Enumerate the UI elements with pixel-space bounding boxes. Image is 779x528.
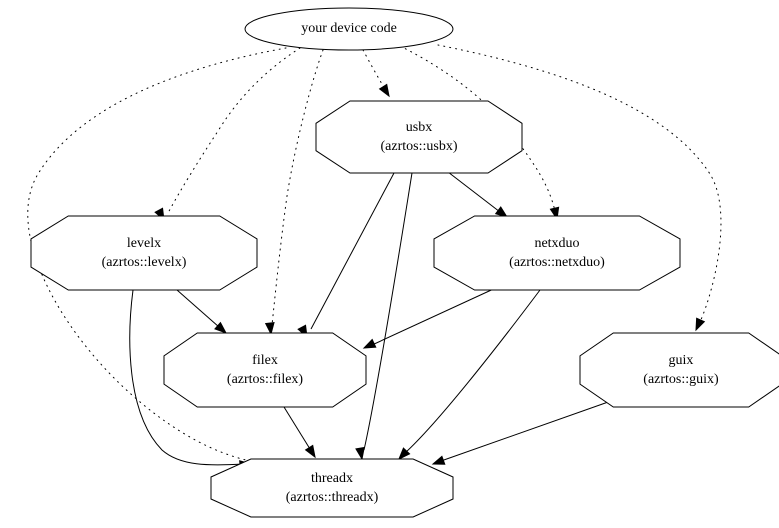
node-label-secondary: (azrtos::threadx) <box>286 490 379 505</box>
arrow-head-icon <box>264 322 275 336</box>
node-shape-ellipse[interactable] <box>244 7 454 51</box>
node-guix[interactable]: guix(azrtos::guix) <box>579 332 779 408</box>
node-label-primary: netxduo <box>534 236 579 251</box>
nodes-layer: your device codeusbx(azrtos::usbx)levelx… <box>30 7 779 518</box>
edge-netxduo-to-threadx <box>398 289 541 461</box>
arrow-head-icon <box>378 83 390 98</box>
arrow-head-icon <box>494 206 509 218</box>
node-device[interactable]: your device code <box>244 7 454 51</box>
node-usbx[interactable]: usbx(azrtos::usbx) <box>315 100 523 174</box>
node-shape-octagon[interactable] <box>163 332 367 408</box>
edge-device-to-filex <box>264 49 324 336</box>
edge-line <box>310 172 395 330</box>
edge-line <box>447 171 501 213</box>
node-label-secondary: (azrtos::filex) <box>227 372 304 387</box>
edge-guix-to-threadx <box>431 400 612 465</box>
edge-line <box>283 406 311 450</box>
edge-usbx-to-threadx <box>355 172 413 461</box>
edge-usbx-to-netxduo <box>447 171 509 218</box>
node-label-secondary: (azrtos::guix) <box>643 372 719 387</box>
edge-device-to-levelx <box>154 47 301 222</box>
node-levelx[interactable]: levelx(azrtos::levelx) <box>30 215 258 291</box>
edge-line <box>362 49 386 90</box>
arrow-head-icon <box>355 446 365 461</box>
edge-levelx-to-filex <box>176 289 228 334</box>
edge-line <box>371 285 501 346</box>
node-threadx[interactable]: threadx(azrtos::threadx) <box>210 458 454 518</box>
node-label-primary: your device code <box>301 21 397 36</box>
node-shape-octagon[interactable] <box>30 215 258 291</box>
edge-line <box>440 400 612 462</box>
node-netxduo[interactable]: netxduo(azrtos::netxduo) <box>433 215 681 291</box>
edge-device-to-usbx <box>362 49 390 98</box>
edge-line <box>167 47 301 214</box>
edge-line <box>129 289 244 466</box>
edge-device-to-guix <box>437 44 722 332</box>
edge-netxduo-to-filex <box>362 285 501 349</box>
node-filex[interactable]: filex(azrtos::filex) <box>163 332 367 408</box>
node-label-secondary: (azrtos::netxduo) <box>509 255 605 270</box>
node-label-primary: levelx <box>127 236 161 251</box>
arrow-head-icon <box>398 447 411 461</box>
node-label-primary: guix <box>669 353 694 368</box>
node-label-secondary: (azrtos::levelx) <box>102 255 187 270</box>
node-label-primary: threadx <box>311 471 353 486</box>
node-label-secondary: (azrtos::usbx) <box>381 139 458 154</box>
edge-line <box>271 49 324 326</box>
node-shape-octagon[interactable] <box>315 100 523 174</box>
edge-usbx-to-filex <box>297 172 395 339</box>
edge-line <box>176 289 220 328</box>
node-shape-octagon[interactable] <box>210 458 454 518</box>
edge-line <box>437 44 722 323</box>
arrow-head-icon <box>362 338 377 349</box>
edge-filex-to-threadx <box>283 406 316 459</box>
arrow-head-icon <box>695 317 706 332</box>
arrow-head-icon <box>214 321 228 334</box>
arrow-head-icon <box>431 455 446 465</box>
edge-line <box>404 289 541 454</box>
node-label-primary: filex <box>252 353 278 368</box>
node-shape-octagon[interactable] <box>433 215 681 291</box>
arrow-head-icon <box>304 444 316 459</box>
node-label-primary: usbx <box>406 120 432 135</box>
node-shape-octagon[interactable] <box>579 332 779 408</box>
edge-line <box>363 172 413 451</box>
